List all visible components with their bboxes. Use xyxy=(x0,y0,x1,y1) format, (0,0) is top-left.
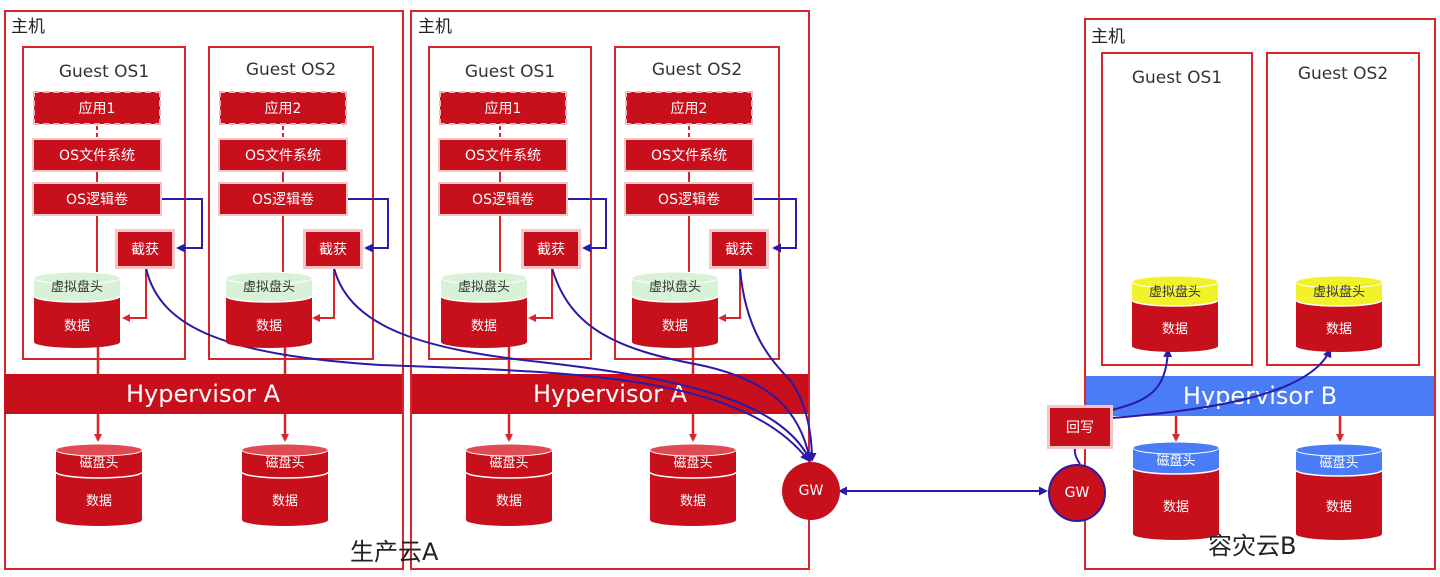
capture-block: 截获 xyxy=(306,232,360,266)
os-filesystem-block: OS文件系统 xyxy=(440,140,566,170)
guest-os-title: Guest OS2 xyxy=(651,60,743,80)
capture-block: 截获 xyxy=(712,232,766,266)
host-box-3 xyxy=(1084,18,1436,570)
capture-block: 截获 xyxy=(118,232,172,266)
physical-disk-cylinder xyxy=(1295,443,1383,540)
cloud-a-label: 生产云A xyxy=(350,538,439,566)
writeback-links xyxy=(1073,348,1332,465)
physical-disk-cylinder xyxy=(55,443,143,526)
host-box-1 xyxy=(4,10,404,570)
capture-block: 截获 xyxy=(524,232,578,266)
virtual-disk-cylinder xyxy=(225,271,313,348)
virtual-disk-cylinder xyxy=(1295,275,1383,352)
virtual-disk-cylinder xyxy=(1131,275,1219,352)
os-filesystem-block: OS文件系统 xyxy=(220,140,346,170)
os-logical-volume-block: OS逻辑卷 xyxy=(626,184,752,214)
hypervisor-a-bar: Hypervisor A xyxy=(412,374,808,414)
lv-to-capture-links xyxy=(162,198,797,253)
physical-disk-cylinder xyxy=(1132,441,1220,540)
physical-disk-cylinder xyxy=(465,443,553,526)
physical-disk-cylinder xyxy=(241,443,329,526)
host-label-1: 主机 xyxy=(11,17,45,37)
guest-internal-connectors xyxy=(96,126,690,272)
host-label-3: 主机 xyxy=(1091,27,1125,47)
virtual-disk-cylinder xyxy=(631,271,719,348)
os-logical-volume-block: OS逻辑卷 xyxy=(220,184,346,214)
virtual-disk-cylinder xyxy=(33,271,121,348)
capture-to-data-arrows xyxy=(122,268,741,322)
app-block: 应用1 xyxy=(439,91,567,125)
gateway-b: GW xyxy=(1048,464,1106,522)
guest-os-title: Guest OS1 xyxy=(58,62,150,82)
capture-to-gw-links xyxy=(145,267,817,462)
guest-os-title: Guest OS1 xyxy=(1131,68,1223,88)
guest-os-title: Guest OS2 xyxy=(1297,64,1389,84)
cloud-b-label: 容灾云B xyxy=(1208,532,1297,560)
data-to-disk-arrows xyxy=(94,346,1344,442)
os-logical-volume-block: OS逻辑卷 xyxy=(440,184,566,214)
guest-os-title: Guest OS2 xyxy=(245,60,337,80)
writeback-block: 回写 xyxy=(1050,408,1110,446)
hypervisor-a-bar: Hypervisor A xyxy=(4,374,402,414)
virtual-disk-cylinder xyxy=(440,271,528,348)
guest-os-title: Guest OS1 xyxy=(464,62,556,82)
os-filesystem-block: OS文件系统 xyxy=(34,140,160,170)
host-box-2 xyxy=(410,10,810,570)
host-label-2: 主机 xyxy=(418,17,452,37)
app-block: 应用2 xyxy=(625,91,753,125)
app-block: 应用2 xyxy=(219,91,347,125)
physical-disk-cylinder xyxy=(649,443,737,526)
os-filesystem-block: OS文件系统 xyxy=(626,140,752,170)
app-block: 应用1 xyxy=(33,91,161,125)
hypervisor-b-bar: Hypervisor B xyxy=(1086,376,1434,416)
os-logical-volume-block: OS逻辑卷 xyxy=(34,184,160,214)
vdisk-cylinders xyxy=(33,271,1383,540)
gateway-a: GW xyxy=(782,462,840,520)
